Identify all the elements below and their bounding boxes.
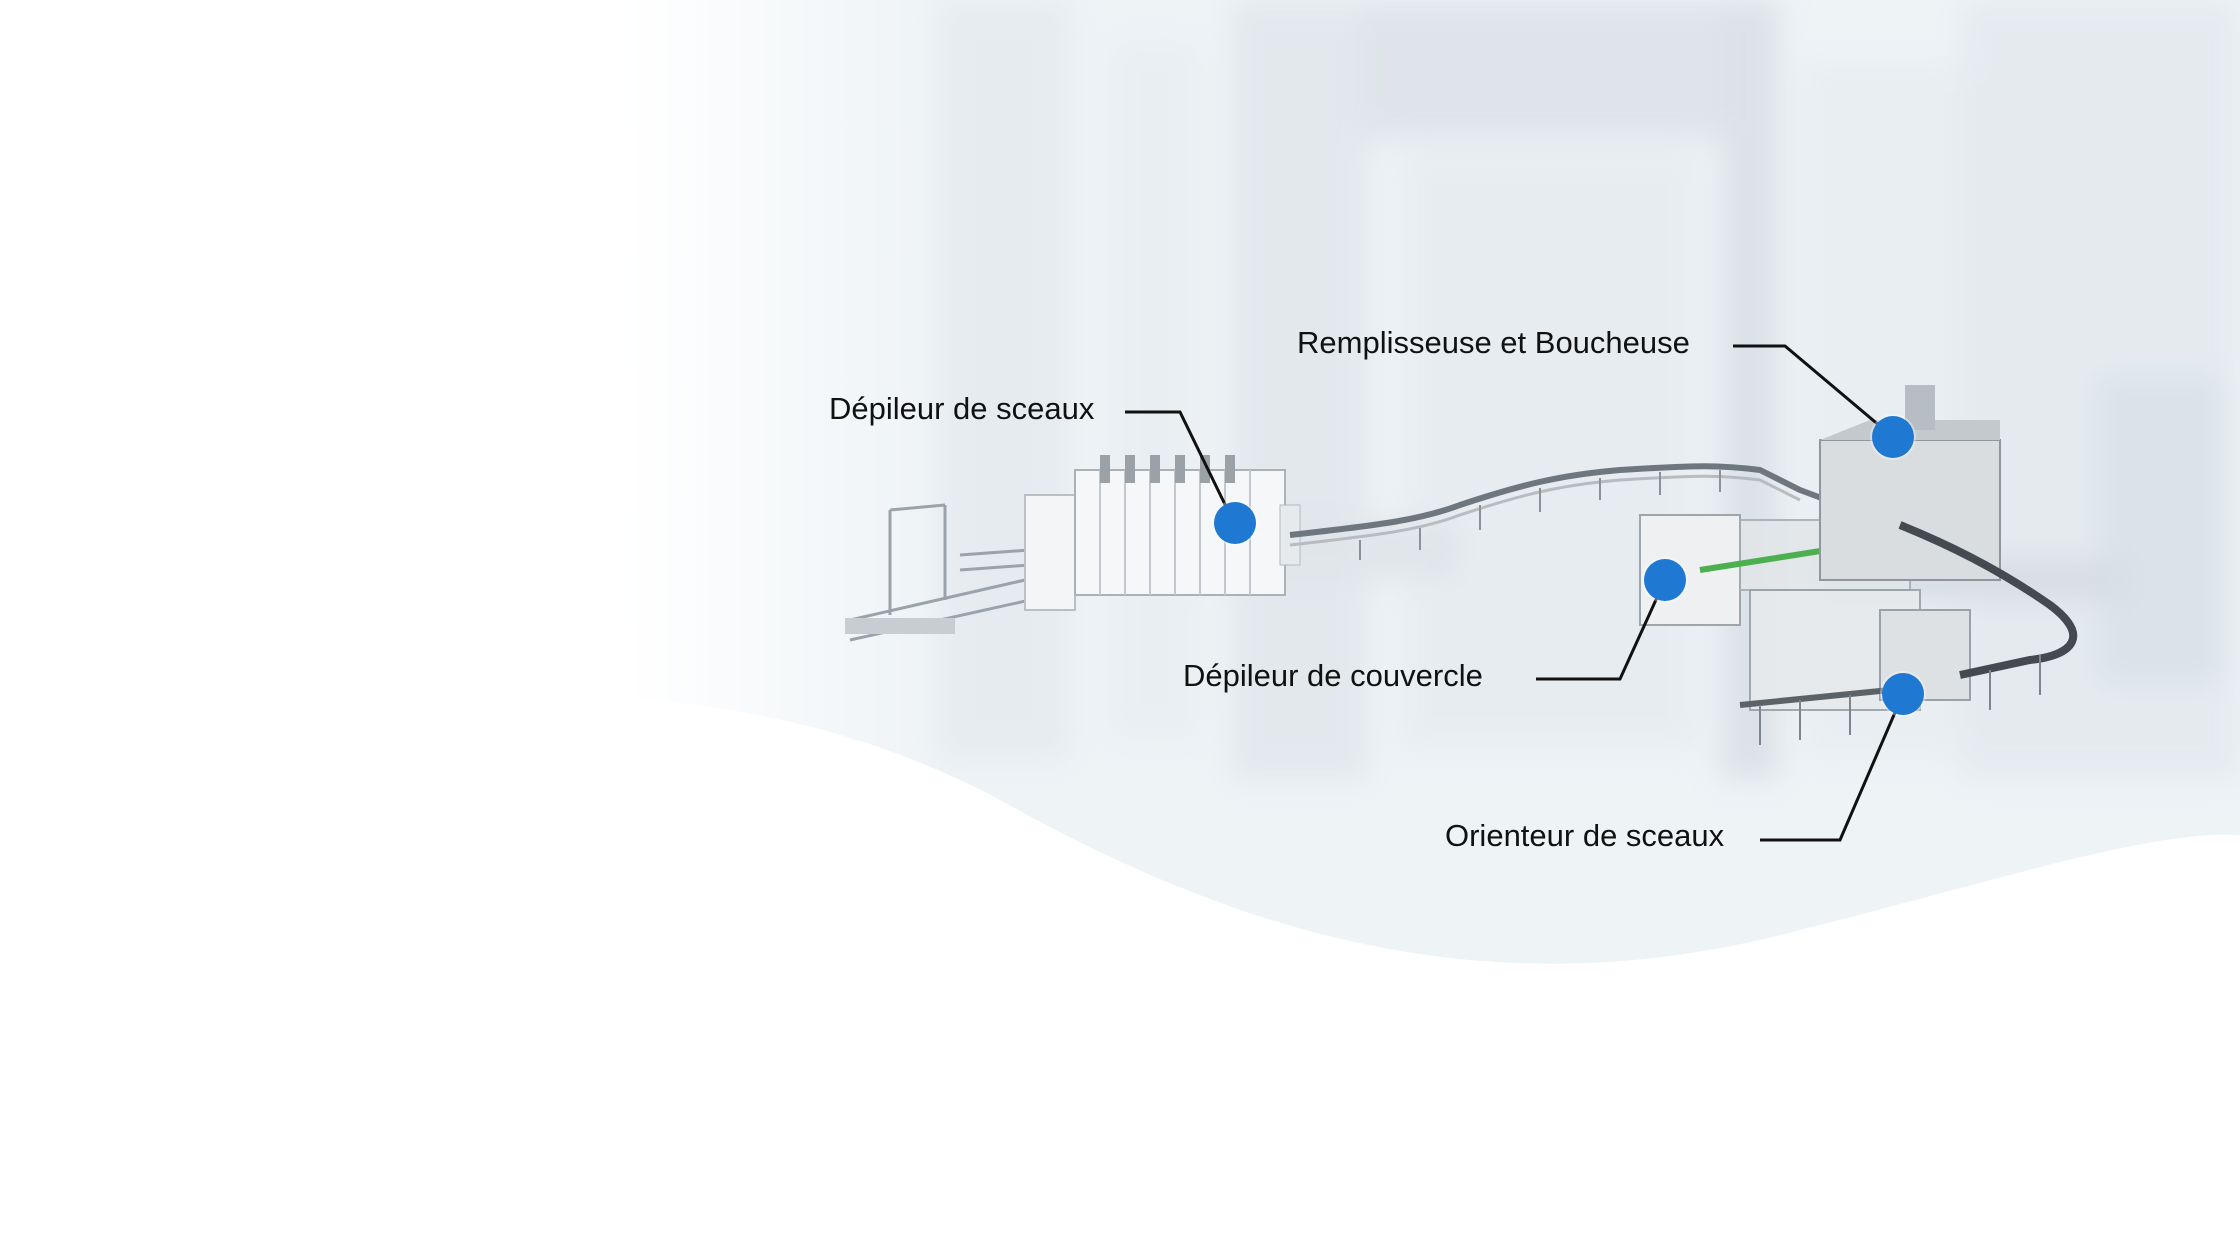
bucket-destacker-hotspot[interactable]: [1214, 502, 1256, 544]
bucket-orienter-label: Orienteur de sceaux: [1445, 818, 1725, 853]
bucket-orienter-hotspot[interactable]: [1882, 673, 1924, 715]
bucket-destacker-label: Dépileur de sceaux: [829, 391, 1095, 426]
lid-destacker-hotspot[interactable]: [1644, 559, 1686, 601]
filler-capper-hotspot[interactable]: [1872, 416, 1914, 458]
lid-destacker-label: Dépileur de couvercle: [1183, 658, 1483, 693]
filler-capper-label: Remplisseuse et Boucheuse: [1297, 325, 1690, 360]
